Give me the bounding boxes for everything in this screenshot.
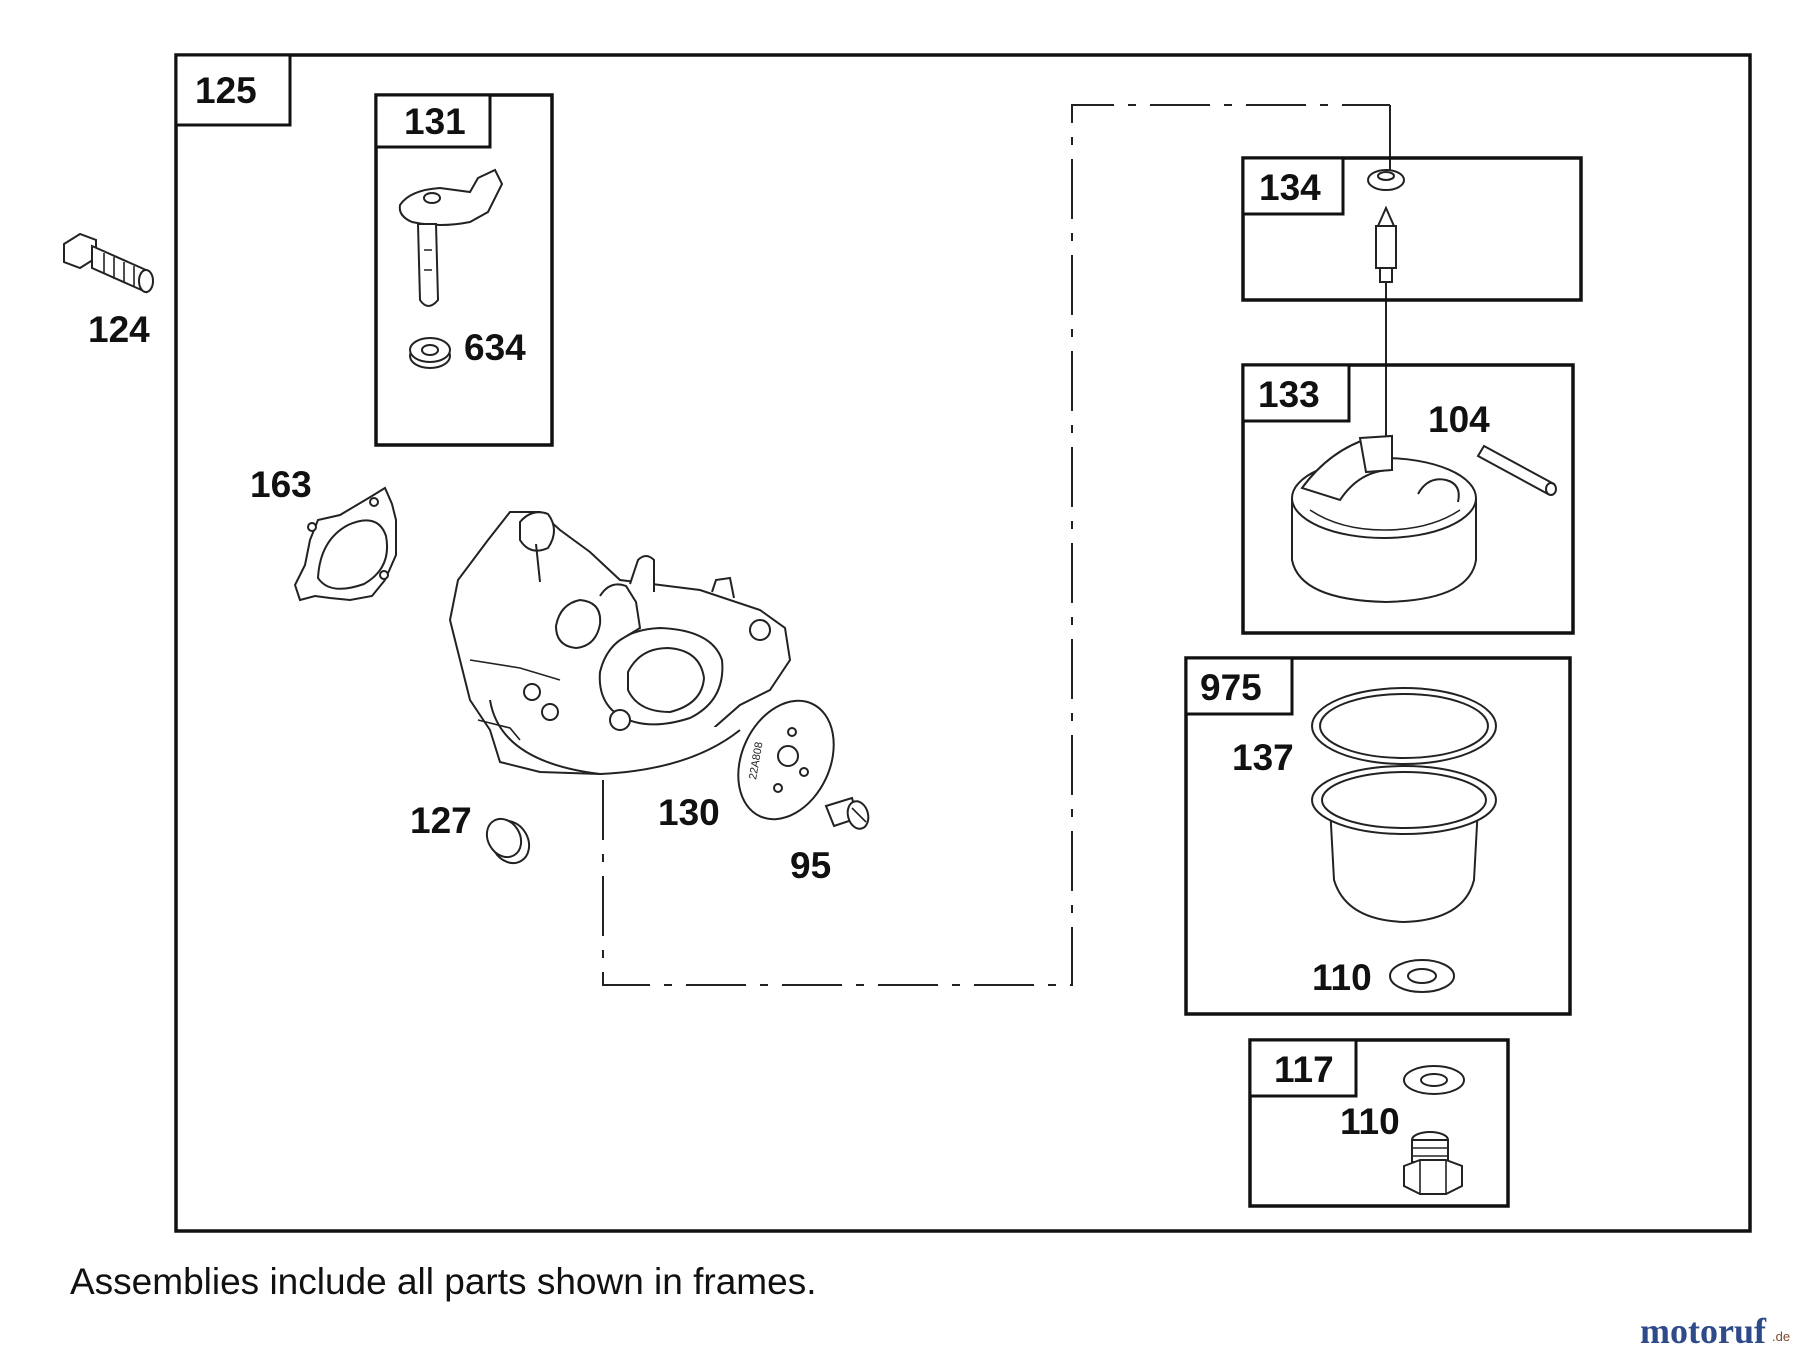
callout-163: 163 <box>250 464 312 505</box>
callout-110-drain: 110 <box>1340 1101 1400 1142</box>
frame-125-label: 125 <box>195 70 257 111</box>
frame-117-label: 117 <box>1274 1049 1334 1090</box>
bowl-icon <box>1311 765 1497 924</box>
frame-975: 975 <box>1184 656 1572 1016</box>
throttle-plate-130-icon: 22A808 <box>737 699 835 821</box>
needle-seat-icon <box>1367 169 1405 283</box>
frame-134: 134 <box>1241 156 1583 302</box>
float-icon <box>1291 434 1477 604</box>
frame-117: 117 <box>1248 1038 1510 1208</box>
carburetor-body-icon <box>448 511 792 776</box>
screw-95-icon <box>824 796 870 830</box>
watermark-brand: motoruf <box>1640 1311 1767 1351</box>
frame-125: 125 <box>174 53 1752 1233</box>
bolt-124-icon <box>63 232 154 294</box>
drain-plug-icon <box>1403 1131 1463 1195</box>
callout-124: 124 <box>88 309 150 350</box>
float-lever-icon <box>398 168 504 307</box>
gasket-163-icon <box>293 486 397 602</box>
washer-634-icon <box>409 337 451 369</box>
frame-133-label: 133 <box>1258 374 1320 415</box>
washer-110-bowl-icon <box>1389 959 1455 993</box>
callout-127: 127 <box>410 800 472 841</box>
callout-137: 137 <box>1232 737 1294 778</box>
connector-lines <box>602 104 1391 986</box>
frame-134-label: 134 <box>1259 167 1321 208</box>
welch-plug-127-icon <box>485 817 531 865</box>
bowl-gasket-137-icon <box>1311 687 1497 765</box>
hinge-pin-104-icon <box>1476 444 1557 496</box>
washer-110-drain-icon <box>1403 1065 1465 1095</box>
callout-104: 104 <box>1428 399 1490 440</box>
frame-131: 131 <box>374 93 554 447</box>
callout-130: 130 <box>658 792 720 833</box>
callout-634: 634 <box>464 327 526 368</box>
watermark-suffix: .de <box>1772 1329 1790 1344</box>
caption: Assemblies include all parts shown in fr… <box>70 1261 817 1302</box>
frame-133: 133 <box>1241 363 1575 635</box>
frame-975-label: 975 <box>1200 667 1262 708</box>
callout-110-bowl: 110 <box>1312 957 1372 998</box>
callout-95: 95 <box>790 845 831 886</box>
frame-131-label: 131 <box>404 101 466 142</box>
watermark-logo: motoruf .de <box>1640 1311 1790 1351</box>
